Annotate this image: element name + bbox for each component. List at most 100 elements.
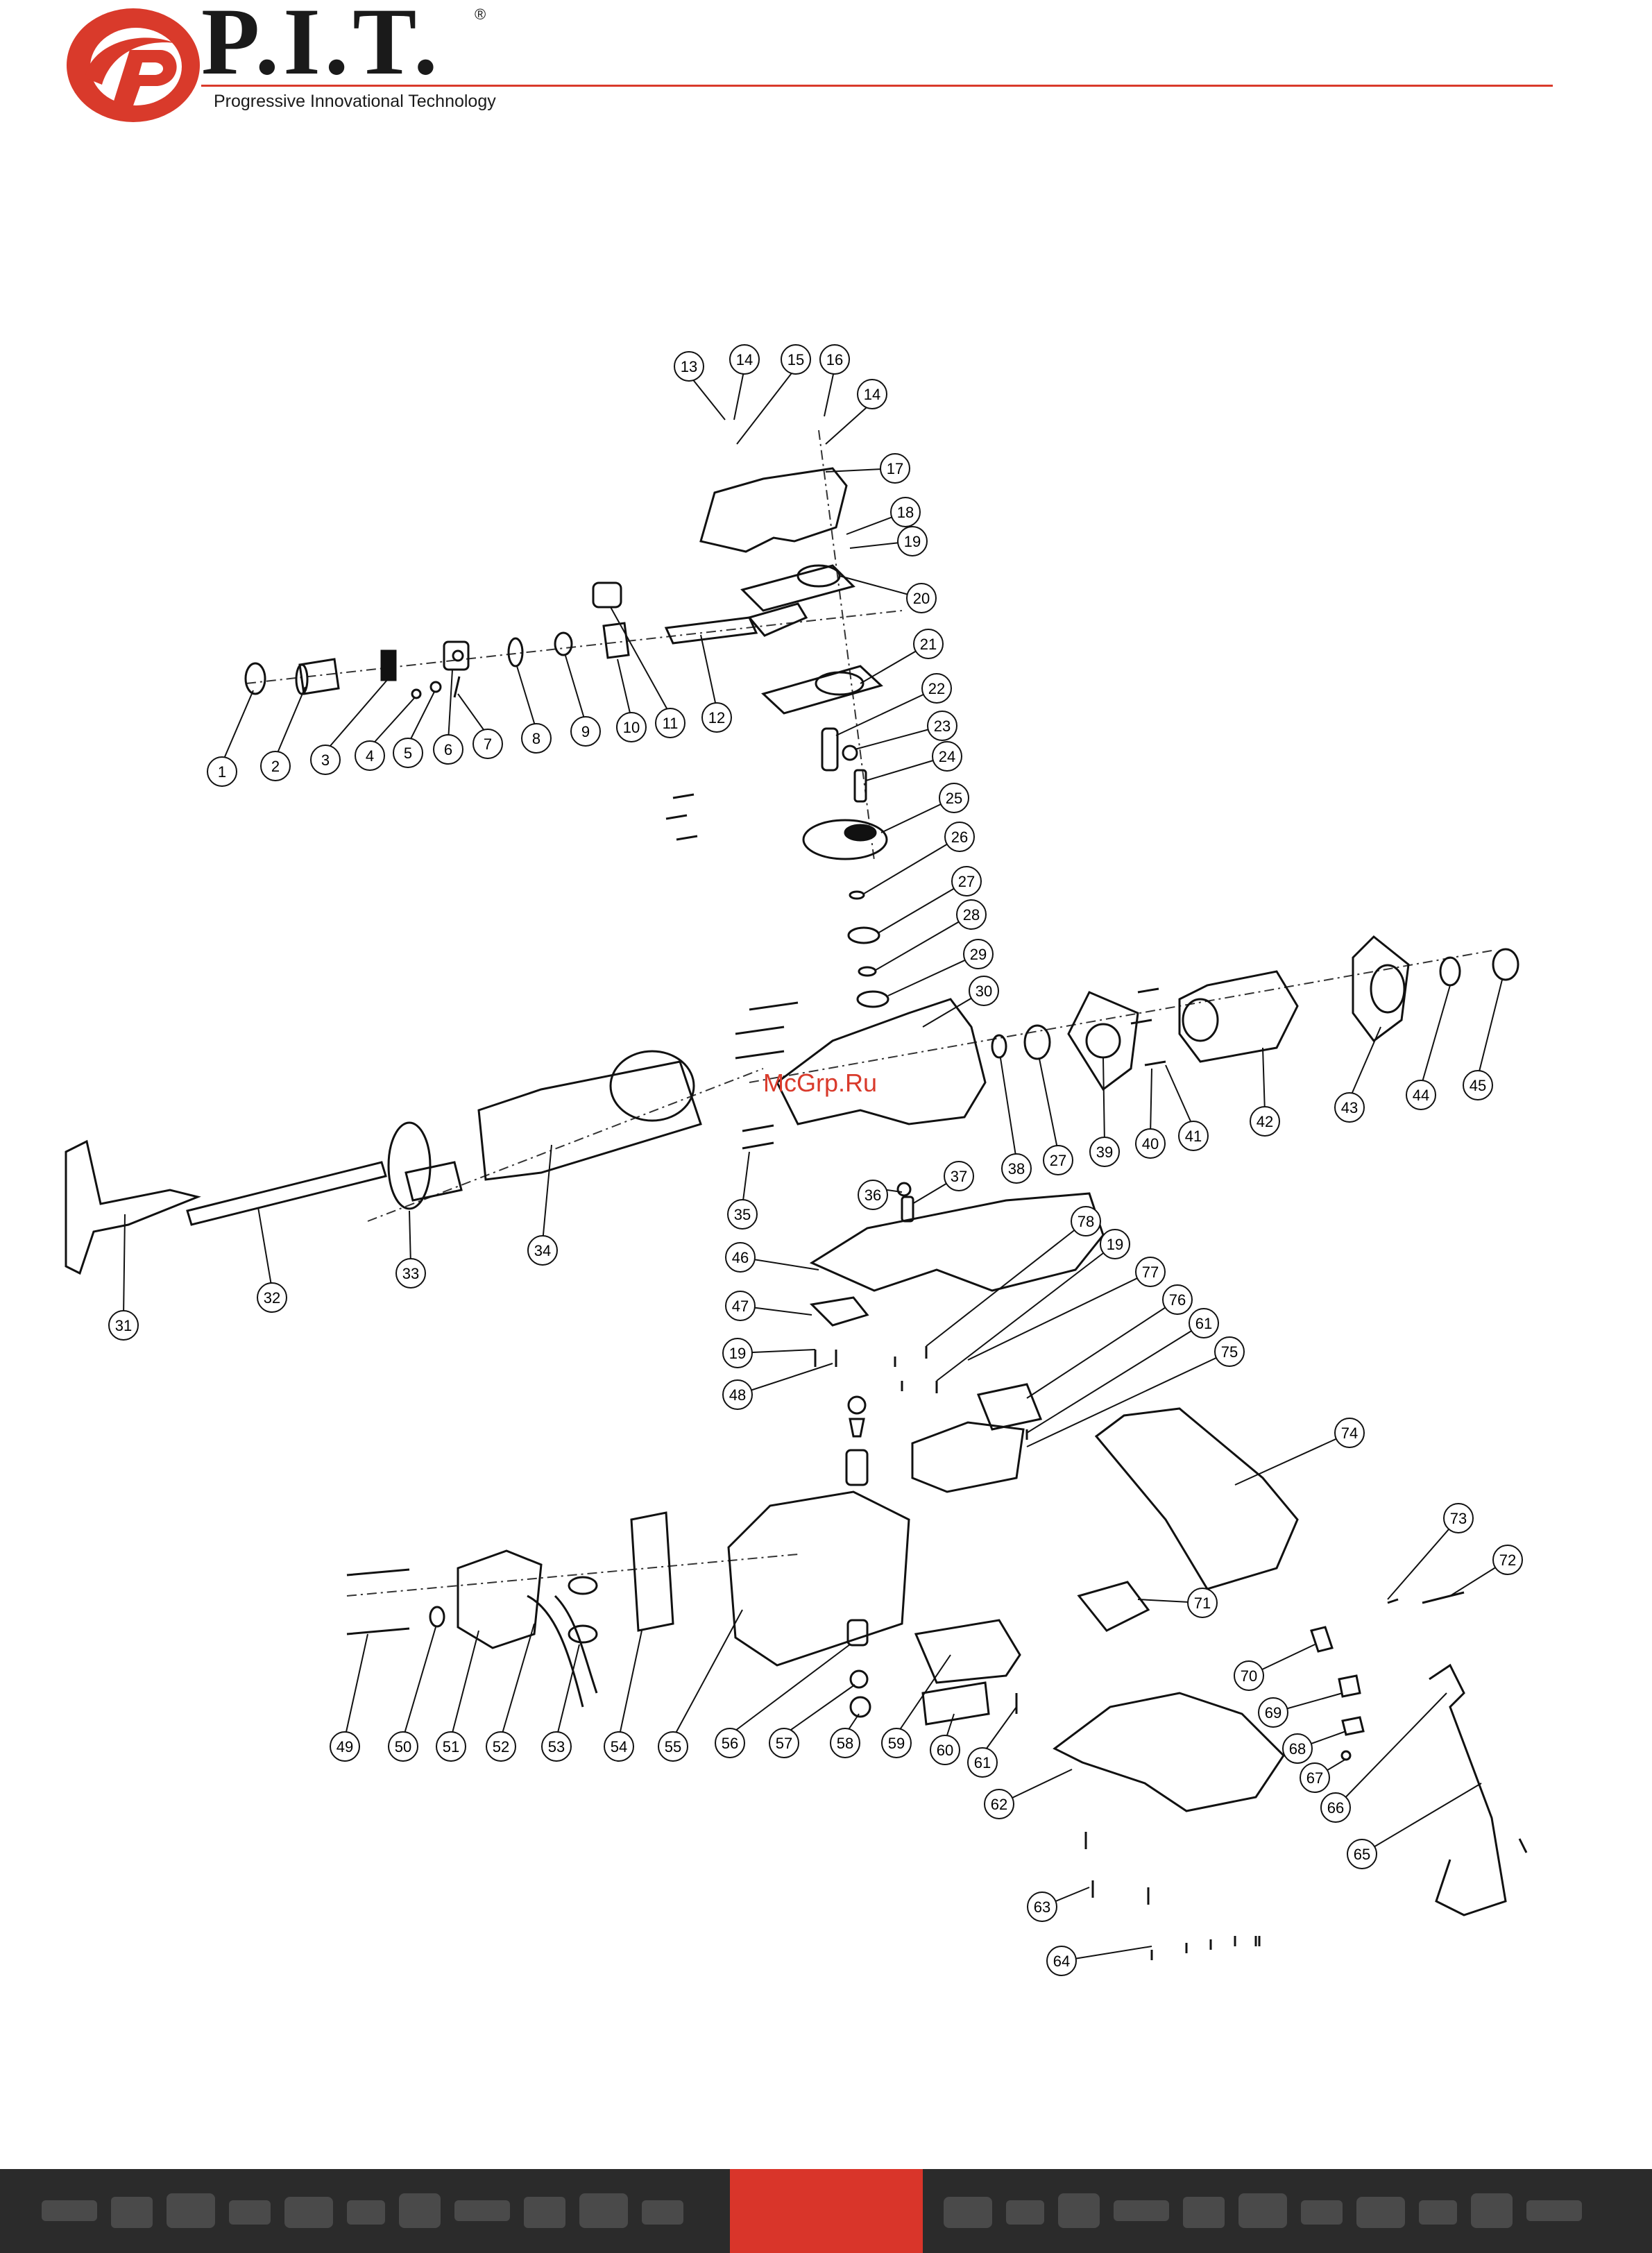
callout-45: 45: [1463, 980, 1502, 1100]
svg-text:33: 33: [402, 1265, 419, 1282]
svg-text:39: 39: [1096, 1143, 1113, 1161]
svg-text:78: 78: [1078, 1213, 1094, 1230]
callout-20: 20: [840, 576, 936, 613]
svg-text:27: 27: [958, 873, 975, 890]
footer-tool-icons: [0, 2169, 1652, 2253]
callout-8: 8: [517, 666, 551, 753]
callout-36: 36: [858, 1180, 902, 1209]
svg-text:10: 10: [623, 719, 640, 736]
callout-31: 31: [109, 1214, 138, 1340]
callout-7: 7: [458, 694, 502, 758]
callout-73: 73: [1388, 1504, 1473, 1599]
svg-text:55: 55: [665, 1738, 681, 1755]
callout-14b: 14: [826, 380, 887, 444]
svg-text:50: 50: [395, 1738, 411, 1755]
callout-46: 46: [726, 1243, 819, 1272]
svg-text:22: 22: [928, 680, 945, 697]
svg-text:67: 67: [1306, 1769, 1323, 1787]
callout-16: 16: [820, 345, 849, 416]
footer-bar: [0, 2169, 1652, 2253]
svg-text:44: 44: [1413, 1087, 1429, 1104]
svg-text:51: 51: [443, 1738, 459, 1755]
svg-text:8: 8: [532, 730, 540, 747]
svg-text:60: 60: [937, 1742, 953, 1759]
callout-71: 71: [1138, 1588, 1217, 1617]
callout-13: 13: [674, 352, 725, 420]
callout-2: 2: [261, 687, 305, 781]
svg-text:6: 6: [444, 741, 452, 758]
svg-text:11: 11: [663, 715, 679, 732]
callout-37: 37: [912, 1162, 973, 1204]
svg-text:46: 46: [732, 1249, 749, 1266]
svg-text:75: 75: [1221, 1343, 1238, 1361]
svg-text:49: 49: [337, 1738, 353, 1755]
svg-text:5: 5: [404, 745, 412, 762]
svg-text:19: 19: [729, 1345, 746, 1362]
callout-43: 43: [1335, 1027, 1381, 1122]
svg-text:45: 45: [1470, 1077, 1486, 1094]
svg-text:64: 64: [1053, 1953, 1070, 1970]
svg-text:35: 35: [734, 1206, 751, 1223]
svg-text:59: 59: [888, 1735, 905, 1752]
svg-text:17: 17: [887, 460, 903, 477]
svg-text:14: 14: [736, 351, 753, 368]
svg-text:63: 63: [1034, 1898, 1050, 1916]
svg-text:12: 12: [708, 709, 725, 726]
callout-19c: 19: [937, 1230, 1130, 1381]
svg-text:66: 66: [1327, 1799, 1344, 1817]
svg-text:76: 76: [1169, 1291, 1186, 1309]
callout-64: 64: [1047, 1946, 1152, 1975]
svg-text:1: 1: [218, 763, 226, 781]
svg-text:2: 2: [271, 758, 280, 775]
callout-51: 51: [436, 1631, 479, 1761]
callout-54: 54: [604, 1631, 642, 1761]
callout-50: 50: [389, 1627, 436, 1761]
callout-61b: 61: [968, 1707, 1016, 1777]
svg-text:36: 36: [865, 1187, 881, 1204]
callout-49: 49: [330, 1634, 368, 1761]
callout-14: 14: [730, 345, 759, 420]
svg-text:68: 68: [1289, 1740, 1306, 1758]
svg-text:58: 58: [837, 1735, 853, 1752]
svg-text:71: 71: [1194, 1595, 1211, 1612]
svg-text:61: 61: [1195, 1315, 1212, 1332]
svg-text:73: 73: [1450, 1510, 1467, 1527]
callout-62: 62: [985, 1769, 1072, 1819]
svg-text:57: 57: [776, 1735, 792, 1752]
svg-text:69: 69: [1265, 1704, 1281, 1721]
svg-text:27: 27: [1050, 1152, 1066, 1169]
callout-44: 44: [1406, 985, 1450, 1110]
svg-text:42: 42: [1257, 1113, 1273, 1130]
svg-text:14: 14: [864, 386, 880, 403]
callout-5: 5: [393, 692, 434, 767]
svg-text:9: 9: [581, 723, 590, 740]
callout-52: 52: [486, 1624, 534, 1761]
svg-text:3: 3: [321, 751, 330, 769]
callout-9: 9: [565, 656, 600, 746]
svg-text:16: 16: [826, 351, 843, 368]
svg-text:28: 28: [963, 906, 980, 924]
svg-text:34: 34: [534, 1242, 551, 1259]
callout-53: 53: [542, 1644, 579, 1761]
svg-text:4: 4: [366, 747, 374, 765]
svg-text:77: 77: [1142, 1264, 1159, 1281]
svg-text:23: 23: [934, 717, 951, 735]
callout-17: 17: [826, 454, 910, 483]
callout-63: 63: [1028, 1887, 1089, 1921]
callout-41: 41: [1166, 1065, 1208, 1150]
callout-48: 48: [723, 1363, 833, 1409]
svg-text:7: 7: [484, 736, 492, 753]
callout-66: 66: [1321, 1693, 1447, 1822]
svg-text:26: 26: [951, 828, 968, 846]
callout-33: 33: [396, 1211, 425, 1288]
callout-68: 68: [1283, 1731, 1346, 1763]
watermark: McGrp.Ru: [763, 1069, 877, 1098]
svg-text:31: 31: [115, 1317, 132, 1334]
svg-text:30: 30: [976, 983, 992, 1000]
svg-text:38: 38: [1008, 1160, 1025, 1177]
callout-19b: 19: [723, 1338, 815, 1368]
callout-58: 58: [831, 1714, 860, 1758]
svg-text:29: 29: [970, 946, 987, 963]
svg-text:70: 70: [1241, 1667, 1257, 1685]
callout-72: 72: [1450, 1545, 1522, 1596]
